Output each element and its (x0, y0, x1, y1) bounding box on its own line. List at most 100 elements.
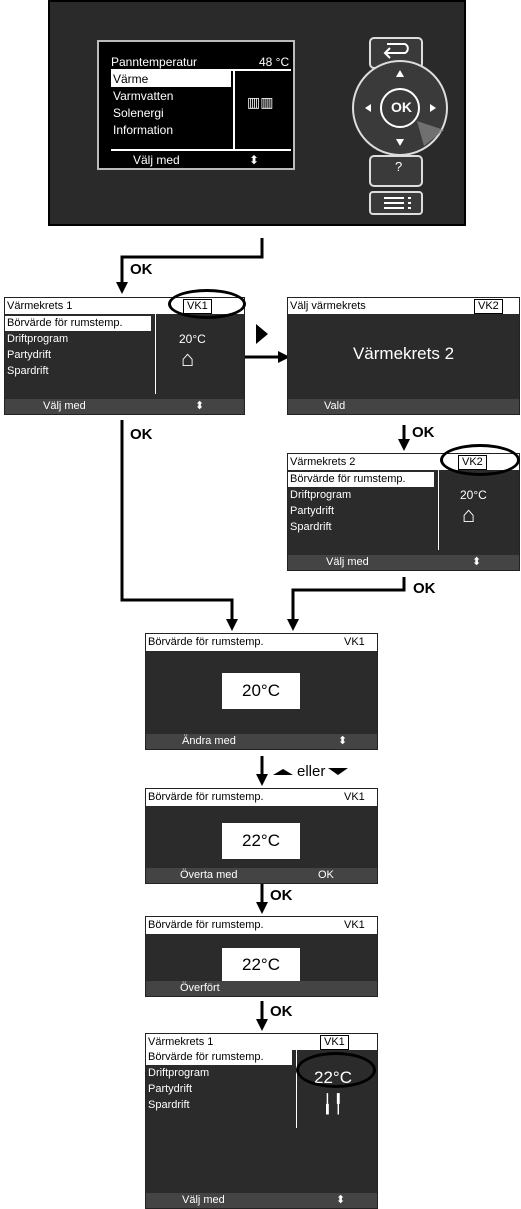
ok-label: OK (270, 1003, 293, 1020)
menu-item[interactable]: Spardrift (290, 521, 332, 533)
footer-text: Vald (324, 400, 346, 412)
flow-line (120, 420, 234, 620)
device-row[interactable]: Solenergi (113, 106, 164, 120)
radiator-icon: ▥▥ (247, 94, 274, 110)
ok-label: OK (412, 424, 435, 441)
highlight-ellipse (296, 1052, 376, 1088)
screen-footer: Välj med ⬍ (146, 1193, 377, 1208)
keypad (352, 37, 448, 215)
divider (233, 71, 235, 151)
menu-item-selected[interactable]: Börvärde för rumstemp. (5, 316, 151, 331)
menu-item[interactable]: Driftprogram (7, 333, 69, 345)
menu-item[interactable]: Partydrift (290, 505, 335, 517)
divider (111, 149, 291, 151)
screen-title: Börvärde för rumstemp. (146, 634, 377, 650)
screen-body: Börvärde för rumstemp. Driftprogram Part… (5, 314, 244, 399)
screen-title: Börvärde för rumstemp. (146, 917, 377, 933)
screen-footer: Välj med ⬍ (288, 555, 519, 570)
device-row-label: Panntemperatur (111, 55, 198, 69)
menu-icon (384, 197, 411, 209)
device-row-value: 48 °C (259, 55, 290, 69)
right-arrow-icon (430, 104, 436, 112)
up-down-icon: ⬍ (472, 556, 482, 568)
screen-footer: Ändra med ⬍ (146, 734, 377, 749)
circuit-tag: VK1 (344, 791, 365, 803)
ok-label: OK (130, 426, 153, 443)
down-arrow-icon (396, 139, 404, 146)
menu-item[interactable]: Driftprogram (148, 1067, 210, 1079)
device-row-selected[interactable]: Värme (111, 71, 231, 87)
screen-body: 22°C (146, 934, 377, 982)
up-down-icon: ⬍ (249, 153, 260, 167)
screen-setpoint-22: Börvärde för rumstemp. VK1 22°C Överta m… (145, 788, 378, 884)
up-down-icon: ⬍ (336, 1194, 346, 1206)
selected-circuit-name: Värmekrets 2 (352, 344, 455, 363)
flow-line (120, 238, 264, 283)
setpoint-value[interactable]: 20°C (222, 673, 300, 709)
arrow-head (278, 351, 290, 363)
screen-body: Värmekrets 2 (288, 314, 519, 399)
eller-label: eller (297, 763, 326, 780)
device-footer: Välj med (133, 153, 180, 167)
menu-item[interactable]: Spardrift (7, 365, 49, 377)
screen-body: 20°C (146, 651, 377, 734)
device-row[interactable]: Varmvatten (113, 89, 174, 103)
footer-text: Välj med (326, 556, 369, 568)
footer-text: Välj med (43, 400, 86, 412)
menu-item-selected[interactable]: Börvärde för rumstemp. (288, 472, 434, 487)
arrow-head (256, 1019, 268, 1031)
highlight-ellipse (168, 289, 246, 319)
arrow-head (398, 439, 410, 451)
left-arrow-icon (365, 104, 371, 112)
highlight-ellipse (440, 444, 520, 476)
help-button[interactable] (369, 155, 423, 187)
arrow-head (226, 619, 238, 631)
divider (155, 314, 156, 394)
house-thermometer-icon: ⌂ (462, 502, 476, 527)
up-arrow-icon (396, 70, 404, 77)
footer-text: Ändra med (182, 735, 236, 747)
screen-setpoint-transferred: Börvärde för rumstemp. VK1 22°C Överfört (145, 916, 378, 997)
menu-item[interactable]: Spardrift (148, 1099, 190, 1111)
device-row[interactable]: Information (113, 123, 174, 137)
screen-body: 22°C (146, 806, 377, 868)
arrow-head (287, 619, 299, 631)
footer-text: Välj med (182, 1194, 225, 1206)
ok-label: OK (413, 580, 436, 597)
right-triangle-icon (256, 324, 268, 344)
down-triangle-icon (328, 768, 348, 775)
ok-button[interactable] (380, 88, 420, 128)
menu-item[interactable]: Partydrift (7, 349, 52, 361)
divider (111, 69, 291, 71)
arrow-head (256, 774, 268, 786)
ok-label: OK (130, 261, 153, 278)
up-down-icon: ⬍ (195, 400, 205, 412)
screen-footer: Överfört (146, 981, 377, 996)
menu-item[interactable]: Partydrift (148, 1083, 193, 1095)
screen-title: Värmekrets 1 (146, 1034, 377, 1050)
screen-title: Börvärde för rumstemp. (146, 789, 377, 805)
menu-item[interactable]: Driftprogram (290, 489, 352, 501)
setpoint-value[interactable]: 22°C (222, 823, 300, 859)
circuit-tag: VK1 (320, 1035, 349, 1050)
thermometer-icon: ╽╿ (322, 1094, 344, 1114)
ok-key-label: OK (391, 99, 412, 115)
room-temp: 20°C (460, 488, 487, 502)
footer-text: Överfört (180, 982, 220, 994)
arrow-head (256, 902, 268, 914)
ok-label: OK (270, 887, 293, 904)
circuit-tag: VK1 (344, 636, 365, 648)
help-key-label: ? (395, 159, 403, 174)
divider (296, 1050, 297, 1128)
circuit-tag: VK2 (474, 299, 503, 314)
footer-text: Överta med (180, 869, 238, 881)
screen-footer: Vald (288, 399, 519, 414)
flow-line (291, 577, 406, 620)
screen-body: Börvärde för rumstemp. Driftprogram Part… (288, 470, 519, 555)
footer-ok: OK (318, 869, 334, 881)
room-temp: 20°C (179, 332, 206, 346)
menu-item-selected[interactable]: Börvärde för rumstemp. (146, 1050, 292, 1065)
screen-footer: Överta med OK (146, 868, 377, 883)
screen-title: Välj värmekrets (288, 298, 519, 314)
